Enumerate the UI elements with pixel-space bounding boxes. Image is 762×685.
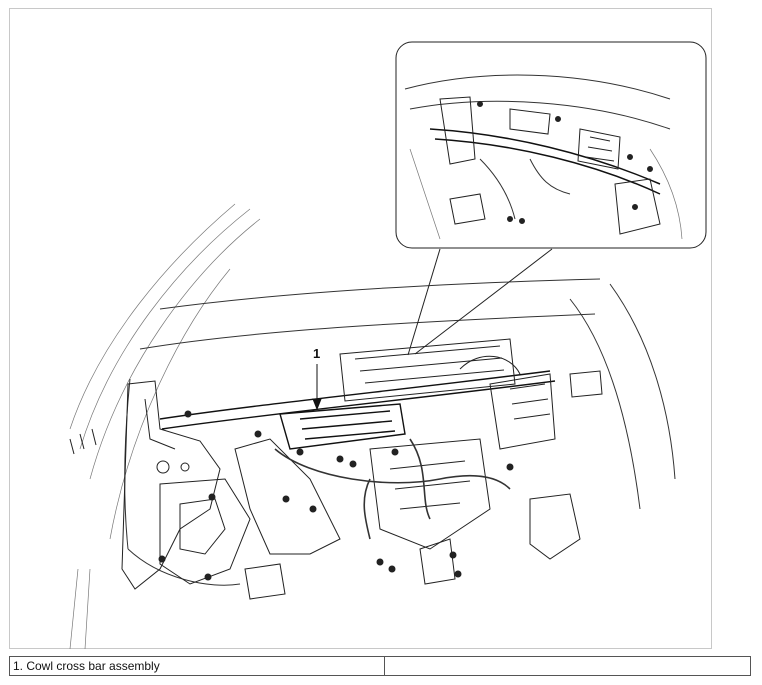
callout-1-label: 1 xyxy=(313,346,320,361)
legend-extra-cell xyxy=(384,656,751,676)
steering-bracket xyxy=(159,438,341,600)
cowl-cross-bar-illustration: 1 xyxy=(69,41,707,650)
inset-detail-view xyxy=(395,41,707,249)
callout-1: 1 xyxy=(312,346,322,411)
left-side-bracket xyxy=(69,380,221,590)
mounting-bolts xyxy=(158,410,514,581)
inset-leader-lines xyxy=(407,248,553,356)
dashboard-outline xyxy=(124,278,676,586)
figure-frame: 1 xyxy=(9,8,712,650)
a-pillar-lines xyxy=(69,203,261,650)
legend-row: 1. Cowl cross bar assembly xyxy=(9,656,751,676)
legend-description: 1. Cowl cross bar assembly xyxy=(9,656,385,676)
right-side-components xyxy=(459,355,603,560)
hvac-module xyxy=(339,338,516,585)
wiring-harness xyxy=(274,438,511,540)
legend-table: 1. Cowl cross bar assembly xyxy=(9,656,751,676)
cowl-cross-bar xyxy=(159,370,556,450)
